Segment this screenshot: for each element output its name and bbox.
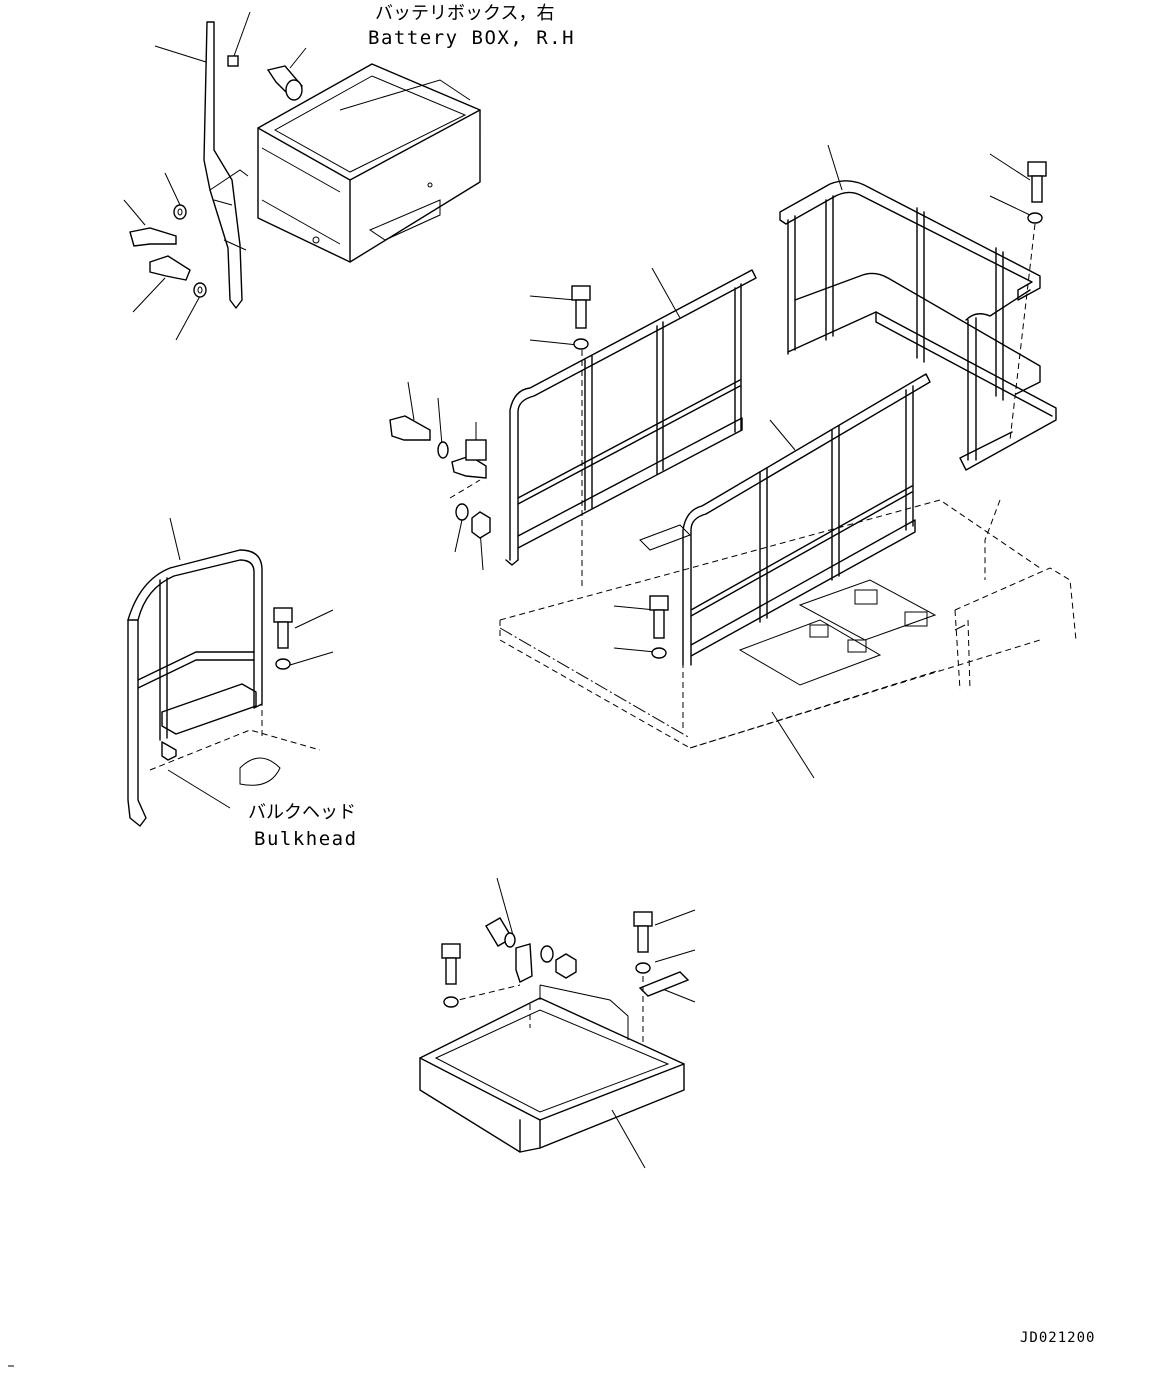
battery-box-handrail <box>203 21 249 309</box>
drawing-code: JD021200 <box>1020 1330 1095 1346</box>
battery-box-label-en: Battery BOX, R.H <box>368 27 575 49</box>
handrail-top-right <box>779 180 1057 471</box>
center-guides <box>449 350 684 730</box>
bolt-washer-set-3 <box>649 595 669 659</box>
battery-box <box>257 63 481 263</box>
bottom-box <box>419 984 685 1153</box>
handrail-center-right <box>682 373 931 666</box>
bulkhead-step <box>127 549 321 827</box>
bulkhead-label-jp: バルクヘッド <box>248 802 356 823</box>
leader-lines <box>123 11 1033 1169</box>
floor-plate <box>499 499 1041 749</box>
handrail-center-left <box>505 269 757 566</box>
cab-outline <box>954 567 1077 691</box>
bolt-washer-set-5 <box>273 607 293 670</box>
battery-box-label-jp: バッテリボックス，右 <box>375 3 554 24</box>
bolt-washer-set-1 <box>129 65 303 298</box>
bolt-washer-set-2 <box>389 285 591 539</box>
bolt-washer-set-6 <box>441 911 690 1044</box>
bolt-washer-set-4 <box>984 161 1047 580</box>
bulkhead-label-en: Bulkhead <box>254 828 358 850</box>
